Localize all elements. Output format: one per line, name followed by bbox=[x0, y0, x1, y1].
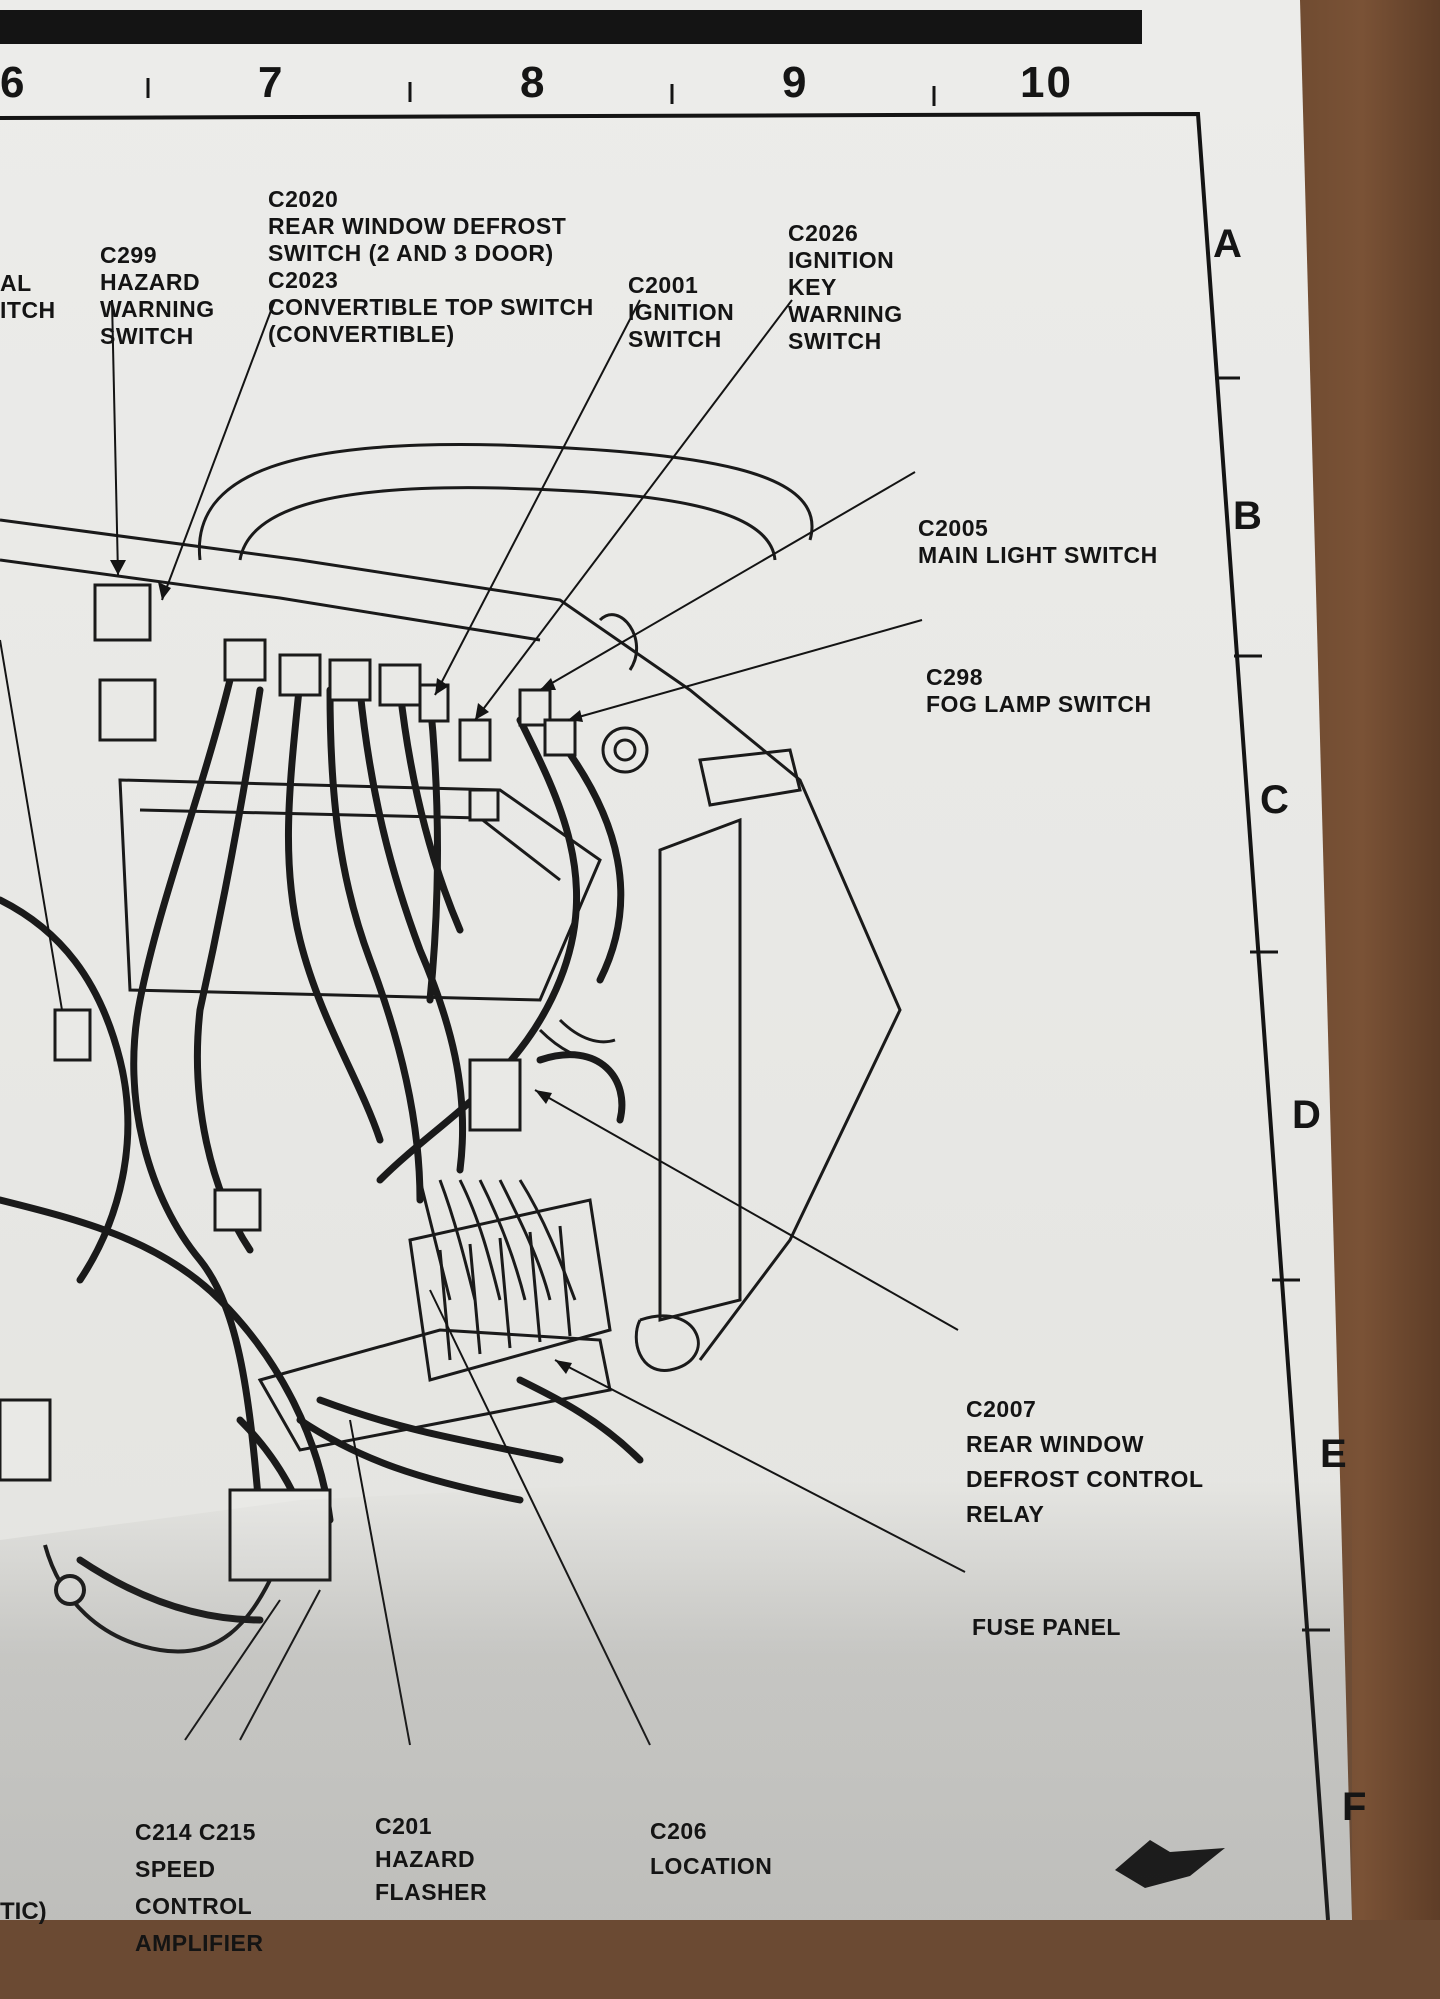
leader-arrowheads bbox=[110, 560, 583, 1374]
column-number-6: 6 bbox=[0, 58, 27, 107]
header-bar bbox=[0, 10, 1142, 44]
column-number-10: 10 bbox=[1020, 58, 1073, 107]
row-letter-b: B bbox=[1233, 494, 1262, 538]
diagram-frame bbox=[0, 111, 1330, 1920]
wire-strands bbox=[418, 1018, 616, 1301]
speed-control-cable bbox=[43, 1544, 272, 1654]
callout-fuse-panel: FUSE PANEL bbox=[972, 1614, 1121, 1640]
column-ticks bbox=[146, 78, 936, 106]
row-letter-a: A bbox=[1213, 222, 1242, 266]
row-letter-e: E bbox=[1320, 1432, 1347, 1476]
bottom-partial-text: TIC) bbox=[0, 1898, 47, 1925]
manual-page bbox=[0, 0, 1352, 1920]
connectors bbox=[0, 583, 577, 1582]
row-ticks bbox=[1215, 376, 1330, 1632]
row-letter-f: F bbox=[1342, 1785, 1367, 1829]
leader-lines bbox=[0, 299, 966, 1746]
fuse-panel-block bbox=[408, 1198, 612, 1382]
wire-harness bbox=[0, 676, 644, 1624]
row-letter-c: C bbox=[1260, 778, 1289, 822]
steering-wheel bbox=[197, 443, 814, 671]
arrow-icon bbox=[1115, 1840, 1225, 1888]
row-letter-d: D bbox=[1292, 1093, 1321, 1137]
dash-panel bbox=[0, 518, 902, 1452]
column-number-7: 7 bbox=[258, 58, 285, 107]
wiring-diagram bbox=[0, 10, 1330, 1920]
column-number-8: 8 bbox=[520, 58, 547, 107]
column-number-9: 9 bbox=[782, 58, 809, 107]
photo-shadow bbox=[0, 1480, 1352, 1920]
